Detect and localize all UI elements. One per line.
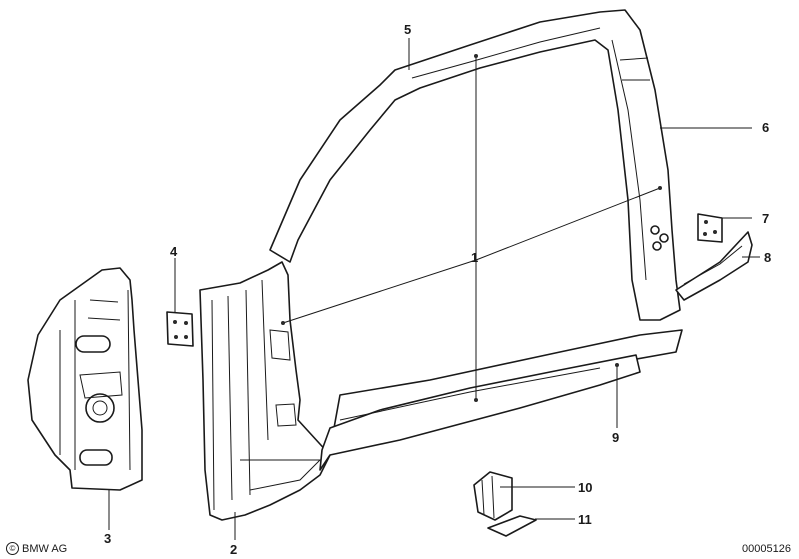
document-number: 00005126	[742, 543, 791, 555]
part-2-front-pillar	[199, 261, 331, 521]
label-part-11: 11	[578, 512, 592, 527]
label-part-6: 6	[762, 120, 769, 135]
label-part-10: 10	[578, 480, 592, 495]
label-part-3: 3	[104, 531, 111, 546]
label-part-9: 9	[612, 430, 619, 445]
label-part-4: 4	[170, 244, 178, 259]
label-part-7: 7	[762, 211, 769, 226]
leader-lines	[108, 38, 760, 540]
part-11-plate	[487, 515, 537, 537]
copyright-icon: ©	[6, 542, 19, 555]
copyright-text: BMW AG	[22, 542, 68, 555]
part-5-6-roof-frame	[269, 9, 681, 321]
label-part-8: 8	[764, 250, 771, 265]
label-part-1: 1	[471, 250, 478, 265]
part-4-plate	[166, 311, 194, 347]
part-8-rear-sill	[675, 231, 753, 301]
label-part-5: 5	[404, 22, 411, 37]
copyright-notice: © BMW AG	[6, 542, 67, 555]
part-9-sill	[319, 329, 683, 471]
part-10-bracket	[473, 471, 513, 521]
label-part-2: 2	[230, 542, 237, 557]
part-3-inner-panel	[27, 267, 143, 491]
part-7-plate	[697, 213, 723, 243]
